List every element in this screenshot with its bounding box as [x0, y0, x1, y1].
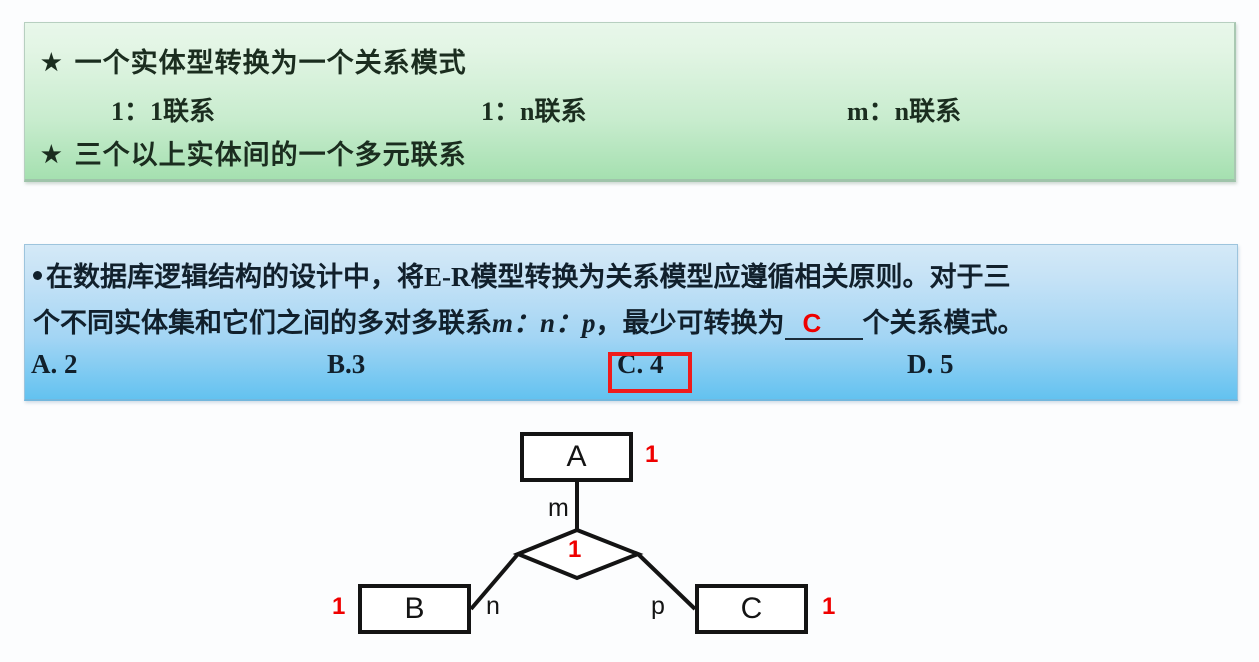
star-icon: ★ — [41, 50, 63, 75]
correct-answer-highlight — [608, 352, 692, 393]
er-edge-label-n: n — [486, 592, 500, 620]
relationship-type-1-to-n: 1：n联系 — [481, 97, 587, 126]
option-d[interactable]: D. 5 — [907, 349, 954, 379]
question-line-2-middle: ，最少可转换为 — [595, 308, 785, 338]
question-line-2-suffix: 个关系模式。 — [862, 308, 1025, 338]
green-bullet-line-1: ★ 一个实体型转换为一个关系模式 — [41, 41, 467, 80]
relationship-type-1-to-1: 1：1联系 — [111, 97, 216, 126]
er-entity-c-label: C — [740, 592, 763, 625]
er-diagram-lines — [469, 482, 697, 611]
question-line-1-text: 在数据库逻辑结构的设计中，将E-R模型转换为关系模型应遵循相关原则。对于三 — [46, 262, 1011, 292]
question-text-line-1: 在数据库逻辑结构的设计中，将E-R模型转换为关系模型应遵循相关原则。对于三 — [33, 255, 1011, 294]
er-diagram: A B C 1 1 1 1 m n p — [0, 408, 1259, 662]
answer-blank[interactable]: C — [784, 308, 863, 340]
handwritten-answer: C — [802, 308, 822, 338]
er-entity-b-label: B — [404, 592, 425, 625]
bullet-dot-icon — [33, 271, 42, 280]
blue-question-panel: 在数据库逻辑结构的设计中，将E-R模型转换为关系模型应遵循相关原则。对于三 个不… — [24, 244, 1238, 401]
er-entity-a: A — [520, 432, 633, 482]
question-line-2-prefix: 个不同实体集和它们之间的多对多联系 — [33, 308, 492, 338]
er-entity-a-label: A — [566, 440, 587, 473]
er-entity-b: B — [358, 584, 471, 634]
relationship-type-m-to-n: m：n联系 — [847, 97, 962, 126]
green-bullet-line-2: ★ 三个以上实体间的一个多元联系 — [41, 133, 467, 172]
question-cardinality-italic: m：n：p — [492, 308, 596, 338]
question-text-line-2: 个不同实体集和它们之间的多对多联系m：n：p，最少可转换为 C 个关系模式。 — [33, 301, 1025, 340]
er-annotation-entity-b: 1 — [332, 593, 346, 620]
er-edge-label-m: m — [548, 494, 569, 522]
option-b[interactable]: B.3 — [327, 349, 366, 379]
star-icon: ★ — [41, 142, 63, 167]
green-bullet-line-1-text: 一个实体型转换为一个关系模式 — [74, 48, 467, 78]
option-a[interactable]: A. 2 — [31, 349, 78, 379]
er-edge-label-p: p — [651, 592, 665, 620]
green-bullet-line-2-text: 三个以上实体间的一个多元联系 — [74, 140, 467, 170]
er-annotation-entity-c: 1 — [822, 593, 836, 620]
er-entity-c: C — [695, 584, 808, 634]
er-annotation-entity-a: 1 — [645, 441, 659, 468]
green-summary-panel: ★ 一个实体型转换为一个关系模式 1：1联系 1：n联系 m：n联系 ★ 三个以上实… — [24, 22, 1236, 182]
er-annotation-relationship: 1 — [568, 536, 582, 563]
